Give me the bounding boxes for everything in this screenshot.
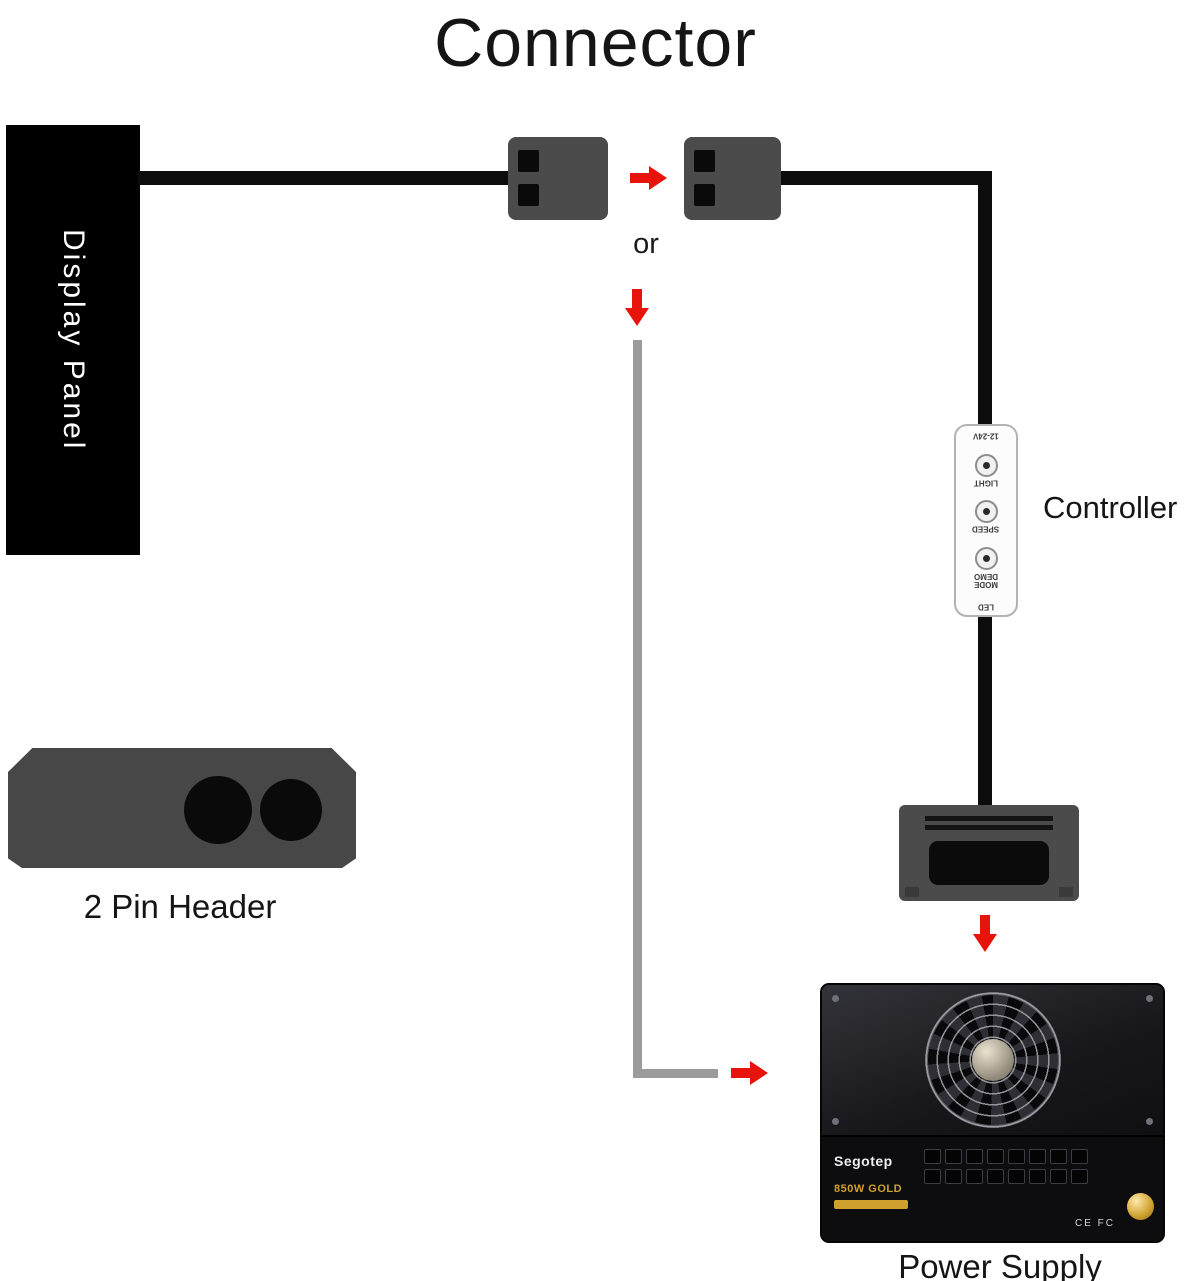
psu-modular-socket [1050, 1169, 1067, 1184]
controller-speed-group: SPEED [972, 500, 1000, 534]
arrow-down-icon [973, 915, 997, 953]
psu-modular-socket [924, 1169, 941, 1184]
speed-button-label: SPEED [972, 524, 1000, 534]
psu-fan-hub [971, 1039, 1014, 1081]
psu-fan [924, 992, 1061, 1128]
cable-display-to-connector [138, 171, 510, 185]
display-panel-box: Display Panel [6, 125, 140, 555]
arrow-head [973, 934, 997, 952]
light-button-label: LIGHT [974, 477, 998, 487]
psu-model-bar [834, 1200, 908, 1209]
psu-front-face: Segotep 850W GOLD CE FC [822, 1137, 1163, 1241]
connector-pin [518, 150, 539, 172]
psu-modular-socket [1029, 1169, 1046, 1184]
arrow-shaft [731, 1068, 751, 1078]
psu-modular-socket [945, 1149, 962, 1164]
connector-tab [905, 887, 919, 897]
psu-80plus-gold-badge [1127, 1193, 1154, 1220]
arrow-shaft [980, 915, 990, 935]
psu-modular-socket [987, 1149, 1004, 1164]
header-pin-hole [184, 776, 252, 844]
arrow-right-icon [731, 1061, 769, 1085]
psu-modular-socket [1050, 1149, 1067, 1164]
cable-connector-horizontal [779, 171, 992, 185]
inline-controller: 12-24V LIGHT SPEED MODE DEMO LED [954, 424, 1018, 617]
power-supply-label: Power Supply [898, 1248, 1102, 1281]
psu-modular-socket [966, 1169, 983, 1184]
psu-brand-text: Segotep [834, 1153, 893, 1169]
header-pin-hole [260, 779, 322, 841]
pin-header-label: 2 Pin Header [83, 888, 277, 925]
controller-label: Controller [1043, 490, 1178, 525]
speed-button [974, 500, 998, 524]
connector-tab [1059, 887, 1073, 897]
connector-plug-female [684, 137, 781, 220]
light-button [974, 453, 998, 477]
alt-route-line-vertical [633, 340, 642, 1078]
connector-pin [694, 150, 715, 172]
connector-ridge [925, 816, 1053, 821]
psu-modular-socket [924, 1149, 941, 1164]
psu-modular-sockets [924, 1149, 1088, 1184]
controller-voltage-label: 12-24V [973, 431, 999, 441]
arrow-right-icon [630, 166, 668, 190]
psu-modular-socket [966, 1149, 983, 1164]
diagram-title: Connector [434, 5, 757, 81]
connector-plug-male [508, 137, 608, 220]
psu-model-text: 850W GOLD [834, 1183, 903, 1195]
mode-demo-button-label: MODE DEMO [974, 571, 998, 588]
psu-modular-socket [1008, 1169, 1025, 1184]
arrow-head [750, 1061, 768, 1085]
connector-ridge [925, 825, 1053, 830]
mode-label-line: MODE [974, 579, 998, 589]
psu-modular-socket [1071, 1149, 1088, 1164]
arrow-shaft [632, 289, 642, 309]
arrow-head [649, 166, 667, 190]
or-label: or [633, 228, 659, 260]
screw-icon [1146, 1118, 1153, 1125]
psu-top-face [822, 985, 1163, 1137]
power-supply-unit: Segotep 850W GOLD CE FC [820, 983, 1165, 1243]
power-connector [899, 805, 1079, 901]
arrow-down-icon [625, 289, 649, 327]
psu-modular-socket [1029, 1149, 1046, 1164]
screw-icon [1146, 995, 1153, 1002]
mode-demo-button [974, 546, 998, 570]
connector-pin [518, 184, 539, 206]
psu-modular-socket [1071, 1169, 1088, 1184]
alt-route-line-horizontal [633, 1069, 718, 1078]
screw-icon [832, 1118, 839, 1125]
two-pin-header [8, 748, 356, 868]
cable-controller-to-power-connector [978, 612, 992, 808]
controller-mode-group: MODE DEMO [974, 546, 998, 588]
psu-modular-socket [945, 1169, 962, 1184]
psu-cert-marks: CE FC [1075, 1218, 1115, 1229]
controller-led-label: LED [978, 601, 994, 611]
cable-connector-vertical [978, 171, 992, 429]
psu-case: Segotep 850W GOLD CE FC [820, 983, 1165, 1243]
connector-socket [929, 841, 1049, 885]
controller-light-group: LIGHT [974, 453, 998, 487]
demo-label-line: DEMO [974, 571, 998, 581]
psu-modular-socket [987, 1169, 1004, 1184]
arrow-head [625, 308, 649, 326]
screw-icon [832, 995, 839, 1002]
connector-pin [694, 184, 715, 206]
display-panel-label: Display Panel [57, 228, 90, 452]
arrow-shaft [630, 173, 650, 183]
psu-modular-socket [1008, 1149, 1025, 1164]
